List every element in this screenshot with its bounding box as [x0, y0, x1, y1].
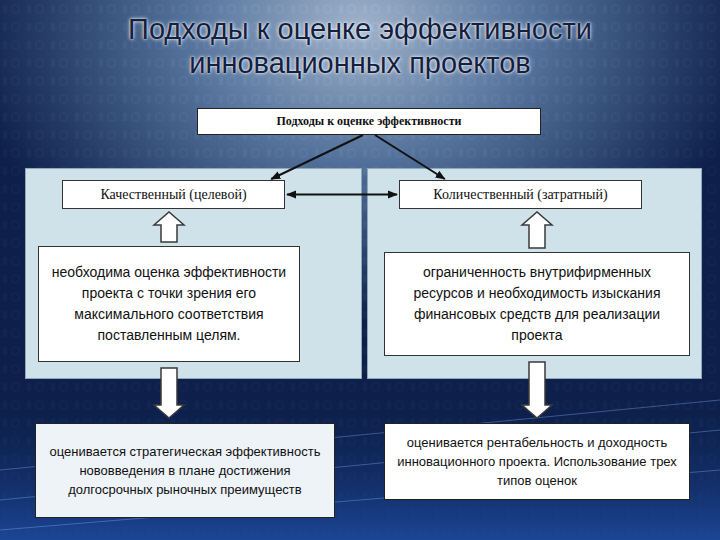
block-arrow [154, 368, 184, 418]
approach-box: Качественный (целевой) [62, 180, 285, 209]
box-text: Подходы к оценке эффективности [276, 114, 461, 129]
root-box: Подходы к оценке эффективности [197, 108, 541, 135]
box-text: ограниченность внутрифирменных ресурсов … [395, 262, 679, 346]
connector-arrow [287, 194, 397, 196]
result-box: оценивается стратегическая эффективность… [35, 423, 335, 518]
result-box: оценивается рентабельность и доходность … [384, 423, 690, 500]
approach-box: Количественный (затратный) [399, 180, 642, 209]
box-text: необходима оценка эффективности проекта … [49, 262, 289, 346]
connector-arrow [375, 135, 445, 179]
box-text: оценивается стратегическая эффективность… [46, 442, 324, 499]
connector-arrow [271, 135, 363, 179]
reason-box: необходима оценка эффективности проекта … [38, 246, 300, 362]
block-arrow [154, 212, 184, 242]
block-arrow [522, 362, 552, 418]
box-text: Количественный (затратный) [433, 186, 607, 203]
box-text: оценивается рентабельность и доходность … [395, 433, 679, 490]
slide-title: Подходы к оценке эффективности инновацио… [60, 12, 660, 80]
block-arrow [522, 212, 552, 248]
reason-box: ограниченность внутрифирменных ресурсов … [384, 252, 690, 356]
box-text: Качественный (целевой) [100, 186, 246, 203]
